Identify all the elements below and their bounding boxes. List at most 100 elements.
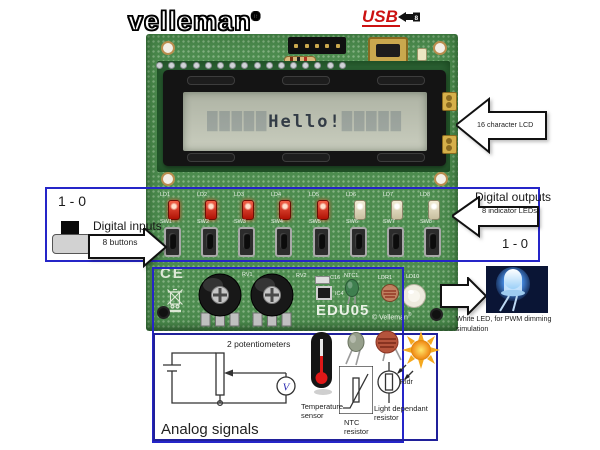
switch-silkscreen-label: SW3 <box>234 219 246 225</box>
push-button <box>313 227 330 257</box>
push-button <box>238 227 255 257</box>
expansion-header <box>288 37 346 54</box>
led-indicator <box>205 200 217 220</box>
mounting-hole <box>433 41 447 55</box>
led-indicator <box>391 200 403 220</box>
sun-icon <box>402 331 440 369</box>
lcd-frame-slot <box>187 76 235 85</box>
white-led-arrow <box>440 277 488 315</box>
lcd-frame-slot <box>187 153 235 162</box>
push-button-plunger <box>392 233 399 249</box>
white-led-caption: White LED, for PWM dimming simulation <box>456 314 552 333</box>
usb-plug-icon: 8 <box>398 12 420 22</box>
led-indicator <box>279 200 291 220</box>
lcd-display-text: Hello! <box>268 111 342 132</box>
led-silkscreen-label: LD1 <box>160 192 171 198</box>
push-button-plunger <box>280 233 287 249</box>
edge-connector-pads <box>442 135 457 154</box>
ce-mark: CE <box>160 265 185 282</box>
analog-signals-title: Analog signals <box>161 421 259 438</box>
button-icon-base <box>52 234 91 254</box>
ic4-label: IC4 <box>335 291 344 297</box>
push-button <box>387 227 404 257</box>
push-button-plunger <box>243 233 250 249</box>
mounting-hole <box>430 308 443 321</box>
ntc-symbol <box>339 366 373 414</box>
digital-outputs-arrow-label: 8 indicator LEDs <box>482 206 538 215</box>
lcd-frame-slot <box>377 153 425 162</box>
ld10-label: LD10 <box>406 274 420 280</box>
ntc1-label: NTC1 <box>344 273 359 279</box>
ldr1-label: LDR1 <box>378 275 393 281</box>
lcd-frame-slot <box>282 153 330 162</box>
weee-icon <box>167 288 183 313</box>
edge-connector-pads <box>442 92 457 111</box>
mini-usb-connector <box>368 37 408 64</box>
mounting-hole <box>157 306 170 319</box>
switch-silkscreen-label: SW4 <box>271 219 283 225</box>
led-silkscreen-label: LD8 <box>420 192 431 198</box>
led-indicator <box>428 200 440 220</box>
switch-silkscreen-label: SW7 <box>383 219 395 225</box>
switch-silkscreen-label: SW6 <box>346 219 358 225</box>
board-model-text: EDU05 <box>316 302 370 319</box>
led-silkscreen-label: LD6 <box>346 192 357 198</box>
ntc-photo <box>345 332 365 366</box>
led-silkscreen-label: LD2 <box>197 192 208 198</box>
ntc-thermistor <box>345 279 359 305</box>
lcd-frame-slot <box>282 76 330 85</box>
binary-label-bottom-right: 1 - 0 <box>502 236 529 251</box>
push-button-plunger <box>169 233 176 249</box>
led-indicator <box>317 200 329 220</box>
push-button <box>424 227 441 257</box>
board-copyright: © Velleman® <box>372 312 412 322</box>
svg-text:8: 8 <box>415 15 419 22</box>
switch-silkscreen-label: SW1 <box>160 219 172 225</box>
push-button-plunger <box>318 233 325 249</box>
thermometer-icon <box>311 332 332 395</box>
mounting-hole <box>161 172 175 186</box>
push-button <box>201 227 218 257</box>
led-silkscreen-label: LD3 <box>234 192 245 198</box>
switch-silkscreen-label: SW2 <box>197 219 209 225</box>
binary-label-top-left: 1 - 0 <box>58 193 87 209</box>
potentiometer-rv2 <box>250 273 294 327</box>
push-button <box>350 227 367 257</box>
digital-inputs-arrow <box>88 228 168 268</box>
switch-silkscreen-label: SW5 <box>309 219 321 225</box>
button-icon <box>61 221 79 236</box>
usb-logo: USB <box>362 8 400 27</box>
velleman-logo: velleman® <box>127 5 261 37</box>
ntc-resistor-caption: NTC resistor <box>344 418 369 436</box>
led-indicator <box>242 200 254 220</box>
push-button <box>164 227 181 257</box>
led-silkscreen-label: LD5 <box>309 192 320 198</box>
push-button-plunger <box>355 233 362 249</box>
white-led-photo <box>486 266 548 313</box>
lcd-annotation-label: 16 character LCD <box>477 120 534 129</box>
digital-outputs-arrow <box>452 196 539 238</box>
push-button <box>275 227 292 257</box>
led-indicator <box>168 200 180 220</box>
ldr-caption: Light dependant resistor <box>374 404 428 422</box>
digital-outputs-title: Digital outputs <box>475 190 552 204</box>
digital-inputs-arrow-label: 8 buttons <box>102 237 138 247</box>
led-indicator <box>354 200 366 220</box>
ldr-component <box>381 284 399 302</box>
rv1-label: RV1 <box>242 272 253 278</box>
rv2-label: RV2 <box>296 273 307 279</box>
registered-mark: ® <box>251 11 261 24</box>
lcd-screen: █████Hello!█████ <box>183 92 427 151</box>
lcd-annotation-arrow <box>456 97 547 154</box>
temperature-sensor-caption: Temperature sensor <box>301 402 344 420</box>
push-button-plunger <box>206 233 213 249</box>
led-silkscreen-label: LD4 <box>271 192 282 198</box>
